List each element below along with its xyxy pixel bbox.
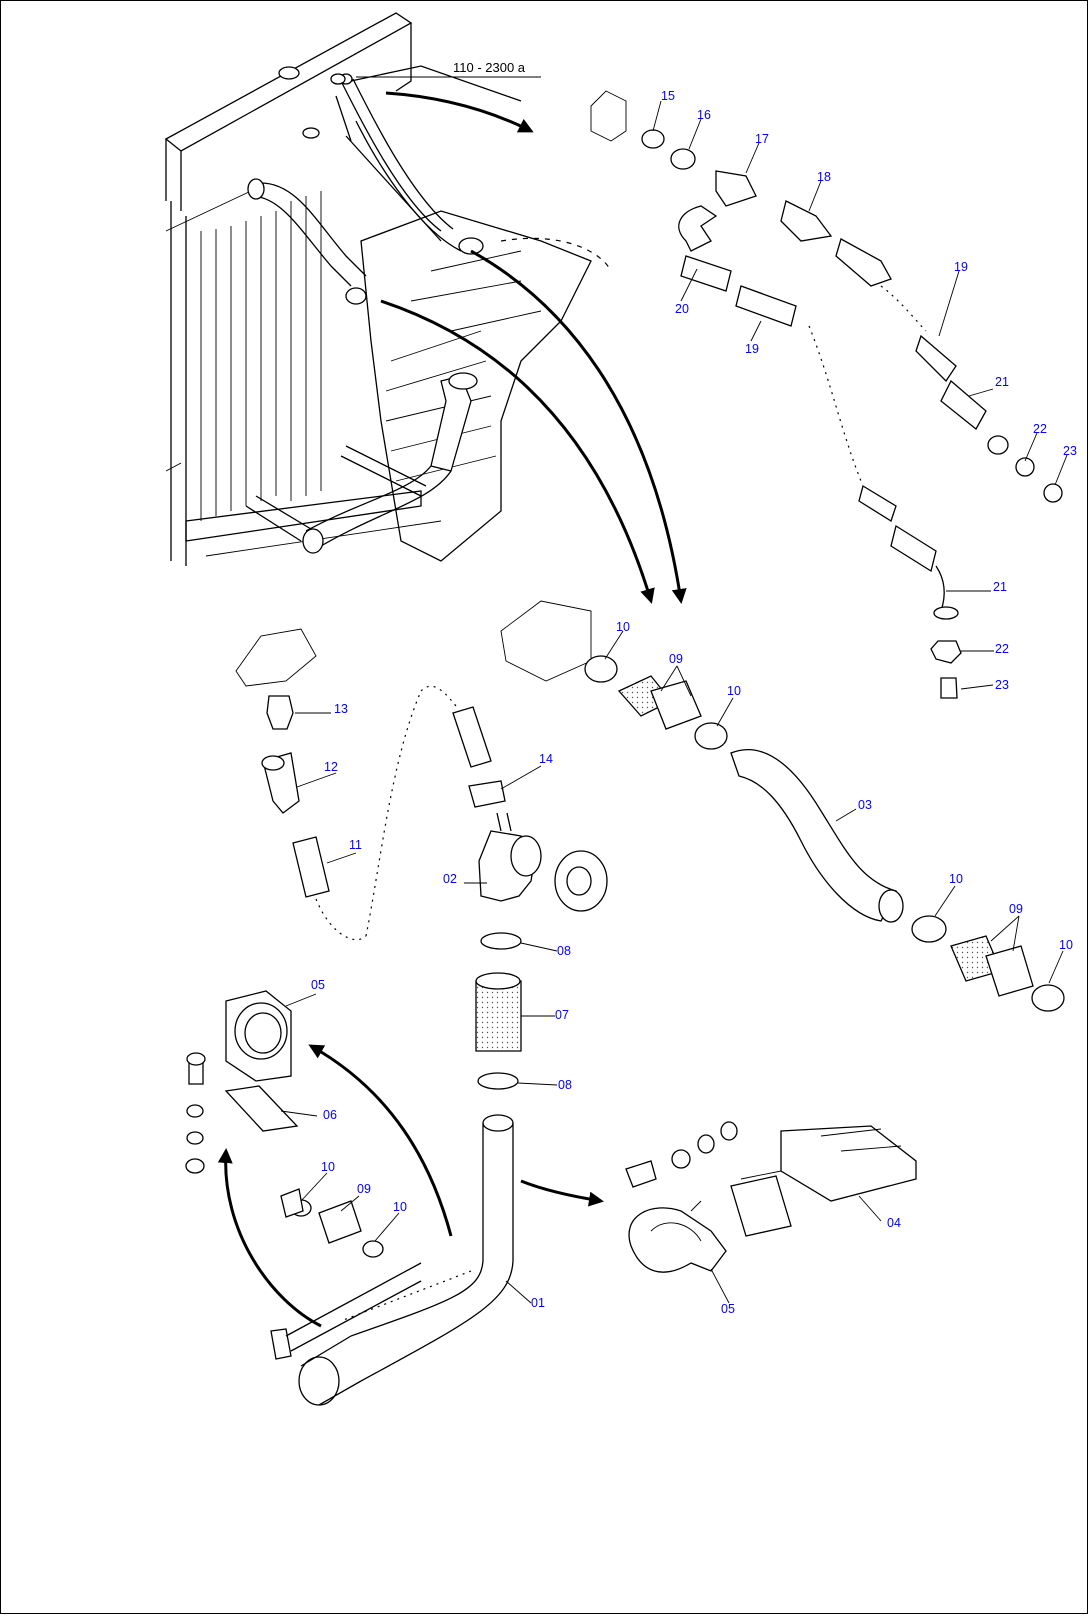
callout-23-upper: 23 — [1063, 444, 1077, 458]
part-04-strap — [730, 1175, 792, 1237]
callout-22-lower: 22 — [995, 642, 1009, 656]
callout-03: 03 — [858, 798, 872, 812]
callout-04: 04 — [887, 1216, 901, 1230]
callout-19-lower: 19 — [745, 342, 759, 356]
callout-05-left: 05 — [311, 978, 325, 992]
part-21-hose-lower — [890, 524, 937, 573]
part-21-hose-upper — [940, 379, 987, 430]
part-07-hose — [475, 980, 522, 1052]
callout-01: 01 — [531, 1296, 545, 1310]
part-15-fitting — [641, 129, 665, 149]
clamp-08-a — [480, 932, 522, 950]
callout-17: 17 — [755, 132, 769, 146]
upper-pipe-assembly — [500, 600, 1065, 1012]
callout-21-upper: 21 — [995, 375, 1009, 389]
lower-pipe-assembly — [270, 1114, 514, 1406]
callout-19-upper: 19 — [954, 260, 968, 274]
part-11-hose — [292, 836, 330, 898]
callout-10-f: 10 — [393, 1200, 407, 1214]
clamp-10-a — [584, 655, 618, 683]
callout-10-c: 10 — [949, 872, 963, 886]
connection-arrows — [217, 91, 687, 1328]
callout-13: 13 — [334, 702, 348, 716]
callout-14: 14 — [539, 752, 553, 766]
part-09-sleeve — [318, 1200, 362, 1244]
callout-10-d: 10 — [1059, 938, 1073, 952]
callout-11: 11 — [349, 838, 362, 852]
callout-10-a: 10 — [616, 620, 630, 634]
leader-lines — [280, 100, 1068, 1304]
part-13-fitting — [266, 695, 294, 730]
part-03-pipe — [730, 749, 897, 922]
part-16-nut — [670, 148, 696, 170]
callout-09-b: 09 — [1009, 902, 1023, 916]
callout-22-upper: 22 — [1033, 422, 1047, 436]
callout-05-right: 05 — [721, 1302, 735, 1316]
bracket-hardware-left — [185, 990, 299, 1174]
part-20-elbow — [678, 205, 718, 252]
part-hose-upper — [452, 706, 492, 768]
callout-15: 15 — [661, 89, 675, 103]
callout-02: 02 — [443, 872, 457, 886]
part-18-coupling — [780, 200, 833, 242]
part-22-nut-lower — [930, 640, 962, 664]
clamp-14 — [468, 780, 506, 808]
water-pump-hose — [235, 628, 506, 941]
center-pipe-stack — [475, 812, 608, 1090]
callout-07: 07 — [555, 1008, 569, 1022]
callout-10-b: 10 — [727, 684, 741, 698]
part-17-tee — [715, 170, 757, 207]
callout-06: 06 — [323, 1108, 337, 1122]
part-05-clamp — [628, 1207, 727, 1273]
clamp-10-c — [911, 915, 947, 943]
clamp-08-b — [477, 1072, 519, 1090]
part-19-hose-upper — [835, 238, 892, 287]
part-23-fitting-upper — [1043, 483, 1063, 503]
clamp-10-d — [1031, 984, 1065, 1012]
bracket-hardware-right — [625, 1121, 917, 1273]
clamp-10-b — [694, 722, 728, 750]
callout-08-b: 08 — [558, 1078, 572, 1092]
callout-08-a: 08 — [557, 944, 571, 958]
reference-label: 110 - 2300 a — [453, 60, 526, 75]
callout-12: 12 — [324, 760, 338, 774]
part-22-nut-upper — [987, 435, 1009, 455]
part-23-fitting-lower — [940, 677, 958, 699]
heater-hose-detail — [590, 90, 1063, 699]
part-19-hose-lower — [735, 285, 797, 327]
callout-09-a: 09 — [669, 652, 683, 666]
engine-radiator-assembly — [164, 12, 612, 566]
callout-18: 18 — [817, 170, 831, 184]
reference-callout: 110 - 2300 a — [356, 60, 541, 78]
callout-20: 20 — [675, 302, 689, 316]
callout-21-lower: 21 — [993, 580, 1007, 594]
callout-16: 16 — [697, 108, 711, 122]
callout-09-c: 09 — [357, 1182, 371, 1196]
callout-10-e: 10 — [321, 1160, 335, 1174]
part-06-plate — [224, 1085, 299, 1132]
callout-23-lower: 23 — [995, 678, 1009, 692]
callout-labels: 15 16 17 18 19 20 19 21 22 23 21 22 23 1… — [311, 89, 1077, 1316]
part-04-bracket — [780, 1125, 917, 1202]
